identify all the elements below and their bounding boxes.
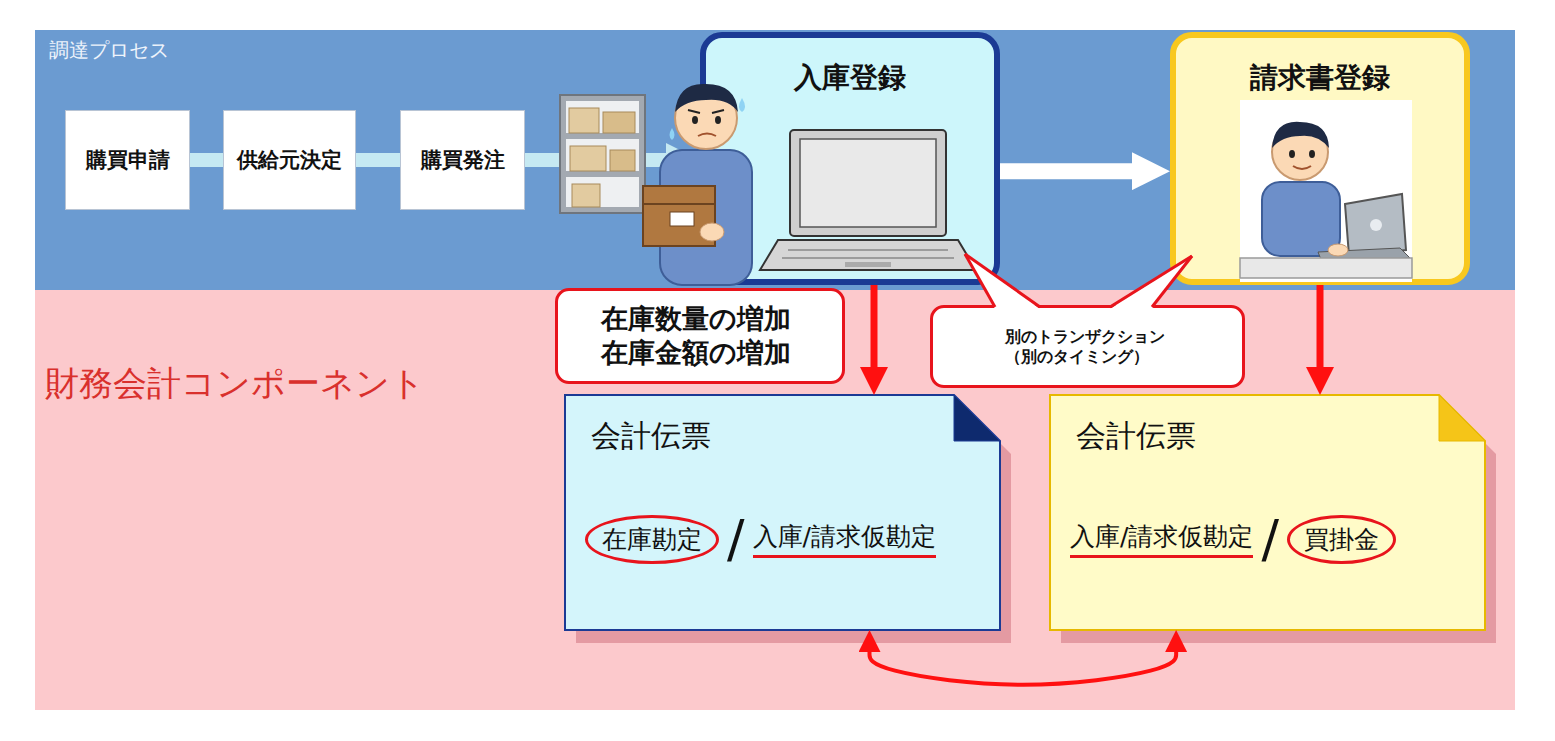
node-label: 会計伝票 [1076, 417, 1196, 455]
entry-row: 入庫/請求仮勘定/買掛金 [1070, 507, 1396, 572]
node-label: 購買発注 [421, 147, 505, 173]
node-label: 調達プロセス [49, 38, 169, 63]
timing-callout: 別のトランザクション （別のタイミング） [930, 305, 1245, 388]
laptop-illustration [760, 130, 976, 270]
flow-arrow [871, 285, 878, 367]
entry-text: 入庫/請求仮勘定 [753, 521, 936, 557]
text-slot: 会計伝票 [591, 417, 711, 455]
flow-arrow [870, 652, 1177, 685]
text-slot: 入庫登録 [794, 60, 906, 95]
flow-arrow [1317, 285, 1324, 367]
clerk-illustration [1240, 100, 1412, 282]
document-fold [954, 395, 1000, 441]
node-label: 会計伝票 [591, 417, 711, 455]
process-box: 供給元決定 [223, 110, 356, 210]
accounting-band: 財務会計コンポーネント 在庫数量の増加 在庫金額の増加 別のトランザクション （別の… [35, 290, 1515, 710]
entry-row: 在庫勘定/入庫/請求仮勘定 [585, 507, 936, 572]
worker-illustration [643, 84, 752, 285]
flow-connector [190, 153, 223, 167]
journal-document: 会計伝票在庫勘定/入庫/請求仮勘定 [565, 395, 1000, 630]
entry-text: 買掛金 [1287, 515, 1396, 564]
entry-text: 在庫勘定 [585, 515, 719, 564]
journal-document: 会計伝票入庫/請求仮勘定/買掛金 [1050, 395, 1485, 630]
document-fold [1439, 395, 1485, 441]
document-body [565, 395, 1000, 630]
flow-arrow [1000, 163, 1132, 179]
text-slot: 調達プロセス [49, 38, 169, 63]
entry-text: 入庫/請求仮勘定 [1070, 521, 1253, 557]
entry-text: / [1261, 507, 1279, 572]
callout-tail [965, 254, 1192, 309]
entry-text: / [727, 507, 745, 572]
node-label: 財務会計コンポーネント [45, 362, 425, 405]
node-label: 購買申請 [86, 147, 170, 173]
process-box: 購買申請 [65, 110, 190, 210]
node-label: 供給元決定 [237, 147, 342, 173]
node-label: 在庫数量の増加 在庫金額の増加 [601, 302, 798, 370]
node-label: 別のトランザクション （別のタイミング） [1005, 327, 1170, 367]
text-slot: 財務会計コンポーネント [45, 362, 425, 405]
text-slot: 請求書登録 [1250, 60, 1390, 95]
flow-connector [356, 153, 400, 167]
document-body [1050, 395, 1485, 630]
node-label: 入庫登録 [794, 60, 906, 95]
node-label: 請求書登録 [1250, 60, 1390, 95]
effect-callout: 在庫数量の増加 在庫金額の増加 [555, 288, 845, 384]
process-box: 購買発注 [400, 110, 525, 210]
text-slot: 会計伝票 [1076, 417, 1196, 455]
shelf-illustration [560, 95, 645, 213]
